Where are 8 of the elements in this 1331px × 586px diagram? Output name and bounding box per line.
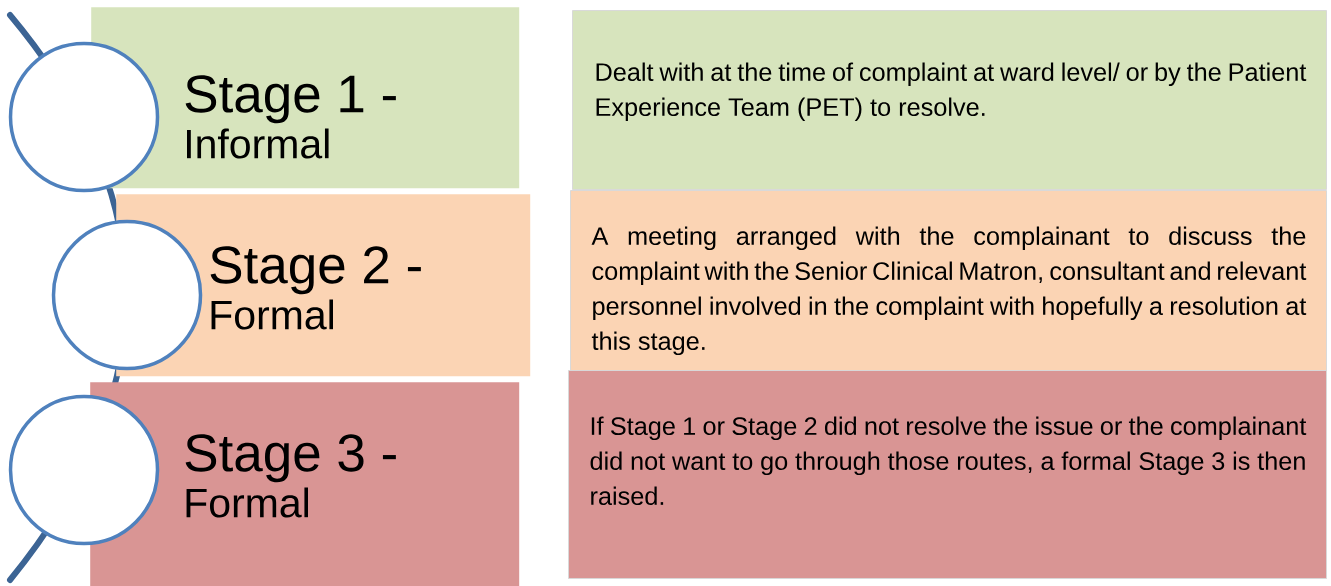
circle xyxy=(51,219,203,371)
stage-box: Stage 3 - Formal xyxy=(90,382,520,586)
stage-box: Stage 1 - Informal xyxy=(91,7,520,189)
circle xyxy=(8,41,160,193)
description-box: A meeting arranged with the complainant to discuss the complaint with the Senior Clinical Matron, consultant and relevant personnel involved in the complaint with hopefully a resolution at this stage. xyxy=(570,190,1327,371)
circle xyxy=(8,394,160,546)
description-box: Dealt with at the time of complaint at ward level/ or by the Patient Experience Team (PET) to resolve. xyxy=(572,10,1327,190)
description-box: If Stage 1 or Stage 2 did not resolve the issue or the complainant did not want to go through those routes, a formal Stage 3 is then raised. xyxy=(568,370,1327,579)
